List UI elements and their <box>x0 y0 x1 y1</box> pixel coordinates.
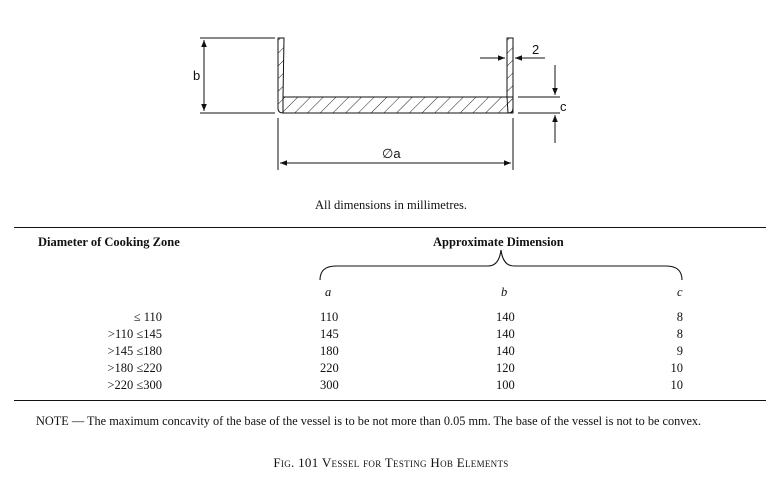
subheader-a: a <box>325 285 332 299</box>
note-text: NOTE — The maximum concavity of the base… <box>36 414 702 428</box>
dimension-b <box>200 37 275 114</box>
cell-c: 8 <box>676 327 683 341</box>
cell-zone: >110 ≤145 <box>107 327 162 341</box>
cell-a: 145 <box>320 327 339 341</box>
cell-zone: ≤ 110 <box>133 310 162 324</box>
cell-zone: >145 ≤180 <box>107 344 162 358</box>
cell-zone: >180 ≤220 <box>107 361 162 375</box>
right-wall <box>506 37 514 114</box>
cell-c: 10 <box>670 378 684 392</box>
brace-approximate-dimension <box>319 249 683 281</box>
figure-caption: Fig. 101 Vessel for Testing Hob Elements <box>273 455 509 470</box>
label-wall-thickness: 2 <box>532 42 539 57</box>
header-cooking-zone: Diameter of Cooking Zone <box>38 235 180 249</box>
label-diameter: ∅a <box>382 146 401 161</box>
vessel-diagram: b 2 c ∅a <box>193 37 567 170</box>
table-top-rule <box>14 227 766 228</box>
subheader-c: c <box>677 285 683 299</box>
cell-b: 140 <box>496 310 515 324</box>
dimension-diameter <box>277 118 514 170</box>
cell-a: 110 <box>320 310 339 324</box>
cell-a: 300 <box>320 378 339 392</box>
label-c: c <box>560 99 567 114</box>
cell-zone: >220 ≤300 <box>107 378 162 392</box>
header-approx-dimension: Approximate Dimension <box>433 235 564 249</box>
cell-a: 180 <box>320 344 339 358</box>
units-note: All dimensions in millimetres. <box>314 198 468 212</box>
cell-c: 9 <box>676 344 683 358</box>
cell-b: 140 <box>496 344 515 358</box>
cell-b: 140 <box>496 327 515 341</box>
cell-b: 100 <box>496 378 515 392</box>
cell-b: 120 <box>496 361 515 375</box>
vessel-section <box>277 37 514 114</box>
cell-c: 8 <box>676 310 683 324</box>
table-bottom-rule <box>14 400 766 401</box>
subheader-b: b <box>501 285 508 299</box>
cell-a: 220 <box>320 361 339 375</box>
base <box>282 96 514 114</box>
label-b: b <box>193 68 200 83</box>
cell-c: 10 <box>670 361 684 375</box>
dimension-c <box>518 65 560 143</box>
